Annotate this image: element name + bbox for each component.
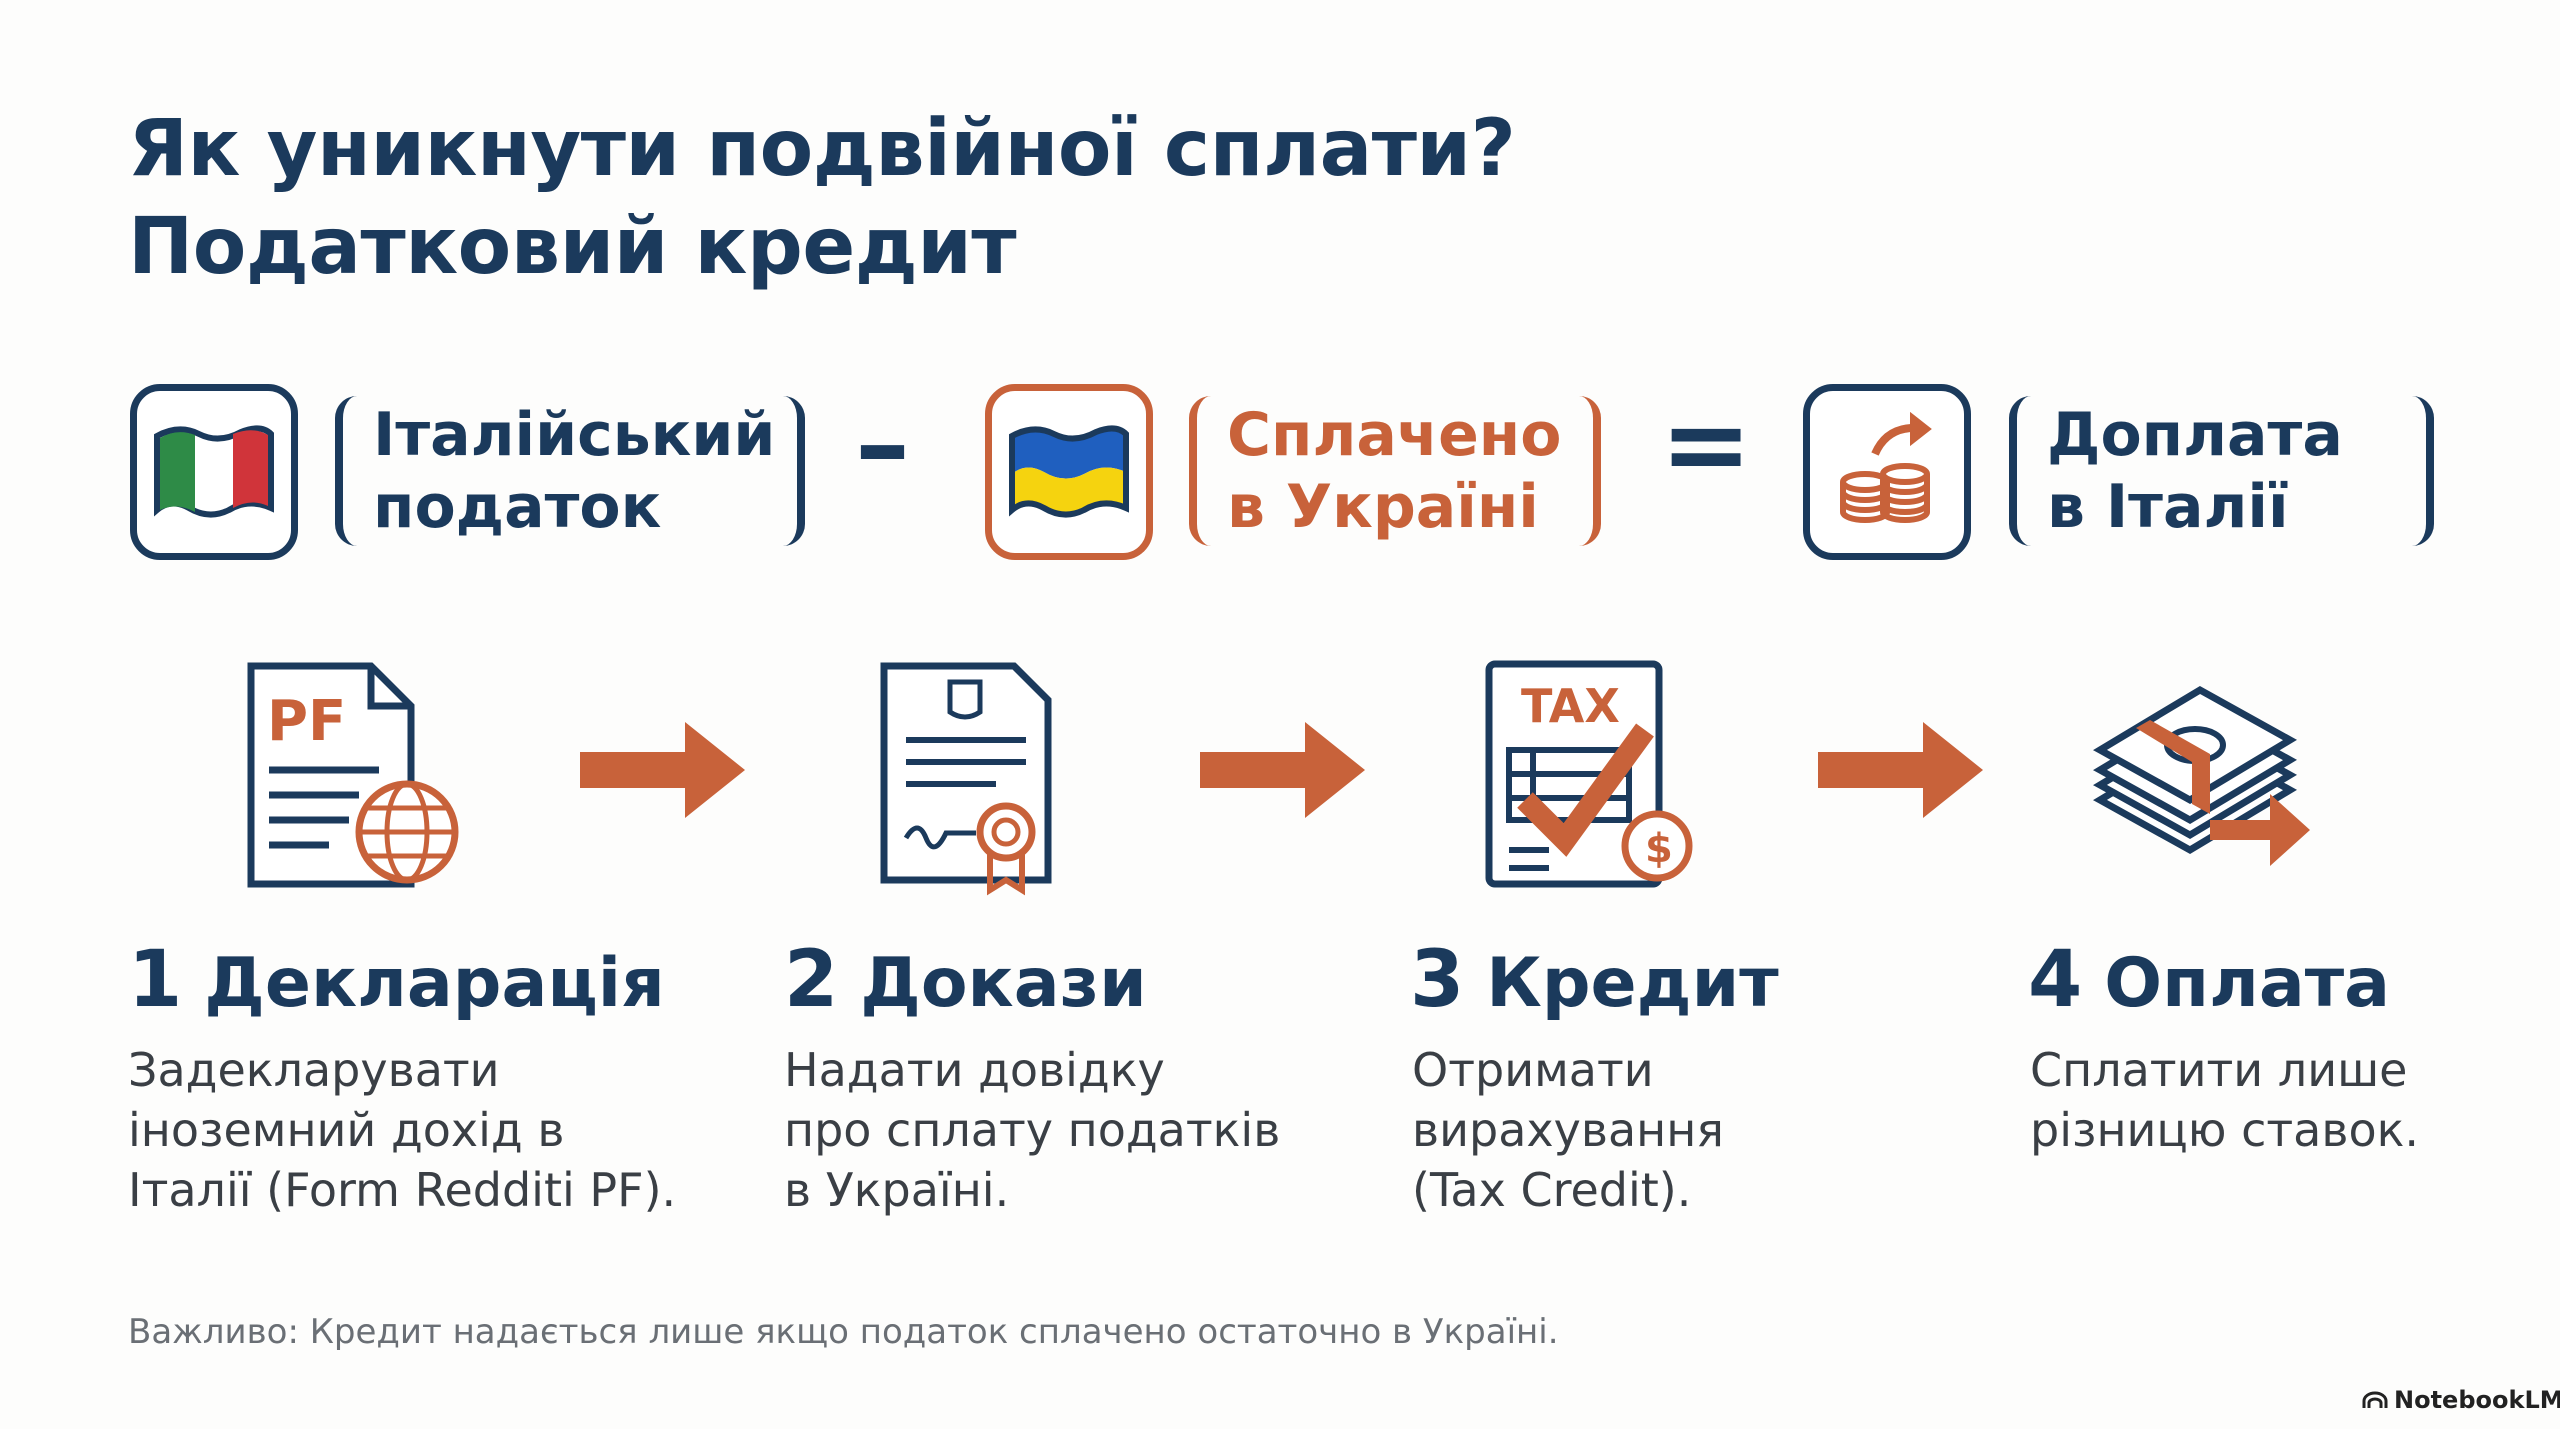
italy-flag-icon (130, 384, 298, 560)
desc-line: Отримати (1412, 1043, 1654, 1097)
term1-line2: податок (373, 472, 662, 542)
desc-line: іноземний дохід в (128, 1103, 565, 1157)
term2-line2: в Україні (1227, 472, 1539, 542)
step-2-heading: 2 Докази (784, 935, 1147, 1025)
page-title: Як уникнути подвійної сплати? Податковий… (128, 100, 1516, 296)
tax-check-icon: TAX $ (1485, 660, 1705, 894)
surcharge-in-italy-term: Доплата в Італії (2009, 396, 2434, 546)
brand-name: NotebookLM (2394, 1386, 2560, 1414)
desc-line: різницю ставок. (2030, 1103, 2420, 1157)
term2-line1: Сплачено (1227, 400, 1562, 470)
step-title: Кредит (1486, 944, 1779, 1023)
desc-line: про сплату податків (784, 1103, 1281, 1157)
paid-in-ukraine-term: Сплачено в Україні (1189, 396, 1601, 546)
svg-text:$: $ (1645, 826, 1673, 872)
step-4-description: Сплатити лише різницю ставок. (2030, 1040, 2419, 1160)
notebooklm-icon (2362, 1391, 2388, 1408)
desc-line: (Tax Credit). (1412, 1163, 1692, 1217)
step-1-description: Задекларувати іноземний дохід в Італії (Fo… (128, 1040, 676, 1220)
desc-line: вирахування (1412, 1103, 1724, 1157)
svg-text:TAX: TAX (1521, 679, 1620, 733)
ukraine-flag-icon (985, 384, 1153, 560)
pf-document-globe-icon: PF (245, 660, 465, 894)
step-title: Оплата (2104, 944, 2391, 1023)
step-title: Декларація (204, 944, 665, 1023)
step-3-description: Отримати вирахування (Tax Credit). (1412, 1040, 1724, 1220)
notebooklm-logo: NotebookLM (2362, 1386, 2560, 1414)
step-2-description: Надати довідку про сплату податків в Украї… (784, 1040, 1280, 1220)
step-number: 1 (128, 935, 183, 1025)
title-line-2: Податковий кредит (128, 202, 1017, 292)
italian-tax-term: Італійський податок (335, 396, 805, 546)
step-number: 2 (784, 935, 839, 1025)
certificate-document-icon (878, 660, 1058, 904)
arrow-right-icon (1200, 722, 1365, 818)
desc-line: в Україні. (784, 1163, 1010, 1217)
desc-line: Задекларувати (128, 1043, 500, 1097)
title-line-1: Як уникнути подвійної сплати? (128, 104, 1516, 194)
result-line2: в Італії (2047, 472, 2289, 542)
minus-operator: – (855, 380, 910, 508)
step-number: 3 (1410, 935, 1465, 1025)
equals-operator: = (1660, 380, 1753, 508)
arrow-right-icon (1818, 722, 1983, 818)
result-line1: Доплата (2047, 400, 2343, 470)
arrow-right-icon (580, 722, 745, 818)
svg-text:PF: PF (267, 689, 346, 754)
desc-line: Сплатити лише (2030, 1043, 2408, 1097)
step-4-heading: 4 Оплата (2028, 935, 2390, 1025)
step-title: Докази (860, 944, 1147, 1023)
term1-line1: Італійський (373, 400, 776, 470)
step-1-heading: 1 Декларація (128, 935, 665, 1025)
step-number: 4 (2028, 935, 2083, 1025)
important-note: Важливо: Кредит надається лише якщо пода… (128, 1312, 1559, 1352)
money-stack-arrow-icon (2090, 670, 2330, 884)
coins-icon (1803, 384, 1971, 560)
desc-line: Італії (Form Redditi PF). (128, 1163, 677, 1217)
step-3-heading: 3 Кредит (1410, 935, 1779, 1025)
desc-line: Надати довідку (784, 1043, 1165, 1097)
